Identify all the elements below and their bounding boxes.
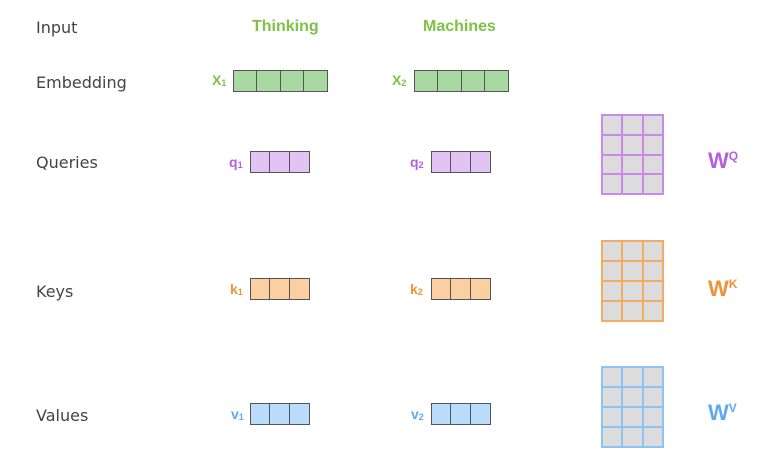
v2-label: v2 — [411, 406, 424, 422]
q1-label: q1 — [229, 154, 243, 170]
matrix-cell — [643, 155, 662, 174]
row-label-queries: Queries — [36, 153, 98, 172]
matrix-cell — [623, 368, 642, 386]
q1-vector — [250, 151, 310, 173]
matrix-cell — [623, 302, 642, 320]
x1-label: X1 — [212, 72, 227, 88]
matrix-cell — [603, 408, 622, 426]
matrix-cell — [643, 368, 662, 386]
wq-label: WQ — [708, 148, 739, 173]
matrix-cell — [603, 302, 622, 320]
matrix-cell — [623, 242, 642, 260]
matrix-cell — [623, 135, 642, 154]
wv-label: WV — [708, 400, 737, 425]
matrix-cell — [643, 428, 662, 446]
matrix-cell — [643, 262, 662, 280]
matrix-cell — [643, 282, 662, 300]
matrix-cell — [603, 116, 622, 134]
matrix-cell — [603, 388, 622, 406]
q2-label: q2 — [410, 154, 424, 170]
x2-vector — [414, 70, 509, 92]
x2-label: X2 — [392, 72, 407, 88]
k1-vector — [250, 278, 310, 300]
matrix-cell — [603, 135, 622, 154]
matrix-cell — [623, 175, 642, 193]
matrix-cell — [623, 155, 642, 174]
wk-label: WK — [708, 276, 738, 301]
k2-vector — [431, 278, 491, 300]
wk-matrix — [601, 240, 664, 322]
v2-vector — [431, 403, 491, 425]
matrix-cell — [623, 388, 642, 406]
matrix-cell — [643, 302, 662, 320]
wv-matrix — [601, 366, 664, 448]
matrix-cell — [623, 408, 642, 426]
row-label-keys: Keys — [36, 282, 74, 301]
matrix-cell — [603, 242, 622, 260]
matrix-cell — [623, 282, 642, 300]
row-label-embedding: Embedding — [36, 73, 127, 92]
q2-vector — [431, 151, 491, 173]
matrix-cell — [603, 428, 622, 446]
word-machines: Machines — [423, 18, 496, 35]
matrix-cell — [623, 262, 642, 280]
matrix-cell — [603, 282, 622, 300]
word-thinking: Thinking — [252, 18, 319, 35]
k2-label: k2 — [410, 281, 423, 297]
matrix-cell — [643, 242, 662, 260]
matrix-cell — [643, 116, 662, 134]
matrix-cell — [643, 175, 662, 193]
matrix-cell — [643, 388, 662, 406]
row-label-input: Input — [36, 18, 78, 37]
matrix-cell — [643, 135, 662, 154]
x1-vector — [233, 70, 328, 92]
matrix-cell — [603, 262, 622, 280]
v1-vector — [250, 403, 310, 425]
k1-label: k1 — [230, 281, 243, 297]
matrix-cell — [603, 368, 622, 386]
matrix-cell — [623, 428, 642, 446]
wq-matrix — [601, 114, 664, 195]
matrix-cell — [643, 408, 662, 426]
row-label-values: Values — [36, 406, 89, 425]
matrix-cell — [603, 175, 622, 193]
matrix-cell — [623, 116, 642, 134]
v1-label: v1 — [231, 406, 244, 422]
matrix-cell — [603, 155, 622, 174]
